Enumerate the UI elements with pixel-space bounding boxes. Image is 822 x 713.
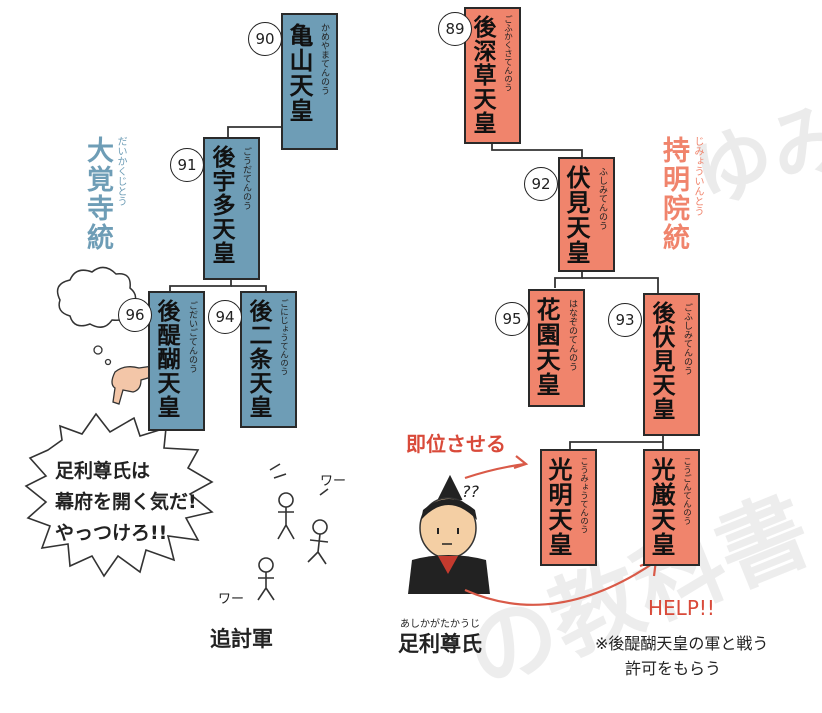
emperor-name: 後醍醐天皇	[153, 299, 179, 419]
emperor-fushimi: 伏見天皇 ふしみてんのう	[558, 157, 615, 272]
emperor-kameyama: 亀山天皇 かめやまてんのう	[281, 13, 338, 150]
emperor-ruby: ごだいごてんのう	[187, 301, 197, 373]
emperor-ruby: ごふかくさてんのう	[502, 15, 513, 92]
emperor-name: 後深草天皇	[469, 15, 495, 135]
emperor-number-badge: 89	[438, 12, 472, 46]
emperor-name: 亀山天皇	[285, 23, 313, 123]
emperor-name: 光厳天皇	[647, 457, 675, 557]
help-label: HELP!!	[648, 596, 715, 620]
emperor-ruby: ふしみてんのう	[597, 167, 607, 230]
emperor-name: 伏見天皇	[562, 165, 590, 265]
emperor-number-badge: 90	[248, 22, 282, 56]
takauji-name: 足利尊氏	[398, 632, 482, 656]
takauji-figure	[408, 474, 490, 594]
army-figures	[257, 463, 329, 601]
jimyoin-lineage-ruby: じみょういんとう	[692, 136, 703, 216]
emperor-gouda: 後宇多天皇 ごうだてんのう	[203, 137, 260, 280]
army-cry-1: ワー	[320, 474, 347, 489]
emperor-name: 後伏見天皇	[648, 301, 674, 421]
army-label: 追討軍	[210, 627, 273, 651]
note-line-1: ※後醍醐天皇の軍と戦う	[595, 634, 769, 653]
emperor-gofukakusa: 後深草天皇 ごふかくさてんのう	[464, 7, 521, 144]
takauji-ruby: あしかがたかうじ	[400, 619, 480, 630]
note-line-2: 許可をもらう	[625, 659, 722, 678]
emperor-name: 後宇多天皇	[208, 145, 234, 265]
emperor-ruby: ごふしみてんのう	[682, 303, 692, 375]
speech-line-2: 幕府を開く気だ!	[55, 491, 197, 513]
emperor-number-badge: 91	[170, 148, 204, 182]
army-cry-2: ワー	[218, 592, 245, 607]
enthrone-arrow	[464, 462, 526, 480]
daikakuji-lineage-ruby: だいかくじとう	[115, 136, 126, 206]
help-arrow	[464, 561, 656, 606]
jimyoin-lineage-label: 持明院統	[658, 136, 689, 252]
emperor-number-badge: 93	[608, 303, 642, 337]
emperor-number-badge: 96	[118, 298, 152, 332]
emperor-gonijo: 後二条天皇 ごにじょうてんのう	[240, 291, 297, 428]
emperor-ruby: かめやまてんのう	[319, 23, 329, 95]
emperor-name: 後二条天皇	[245, 299, 271, 419]
confused-marks: ??	[462, 482, 479, 501]
speech-line-3: やっつけろ!!	[55, 522, 168, 544]
emperor-godaigo: 後醍醐天皇 ごだいごてんのう	[148, 291, 205, 431]
emperor-komyo: 光明天皇 こうみょうてんのう	[540, 449, 597, 566]
emperor-number-badge: 94	[208, 300, 242, 334]
emperor-number-badge: 92	[524, 167, 558, 201]
emperor-gofushimi: 後伏見天皇 ごふしみてんのう	[643, 293, 700, 436]
emperor-kogon: 光厳天皇 こうごんてんのう	[643, 449, 700, 566]
emperor-name: 光明天皇	[544, 457, 572, 557]
enthrone-label: 即位させる	[406, 432, 506, 456]
speech-line-1: 足利尊氏は	[55, 460, 151, 482]
speech-bubble	[24, 412, 214, 578]
emperor-hanazono: 花園天皇 はなぞのてんのう	[528, 289, 585, 407]
emperor-ruby: はなぞのてんのう	[567, 299, 577, 371]
emperor-ruby: こうごんてんのう	[681, 457, 692, 525]
family-tree-connectors	[24, 126, 664, 606]
pointing-hand	[111, 365, 156, 405]
emperor-ruby: ごうだてんのう	[241, 147, 251, 210]
emperor-ruby: ごにじょうてんのう	[278, 299, 289, 376]
emperor-name: 花園天皇	[532, 297, 560, 397]
emperor-ruby: こうみょうてんのう	[578, 457, 589, 534]
emperor-number-badge: 95	[495, 302, 529, 336]
daikakuji-lineage-label: 大覚寺統	[82, 136, 113, 252]
